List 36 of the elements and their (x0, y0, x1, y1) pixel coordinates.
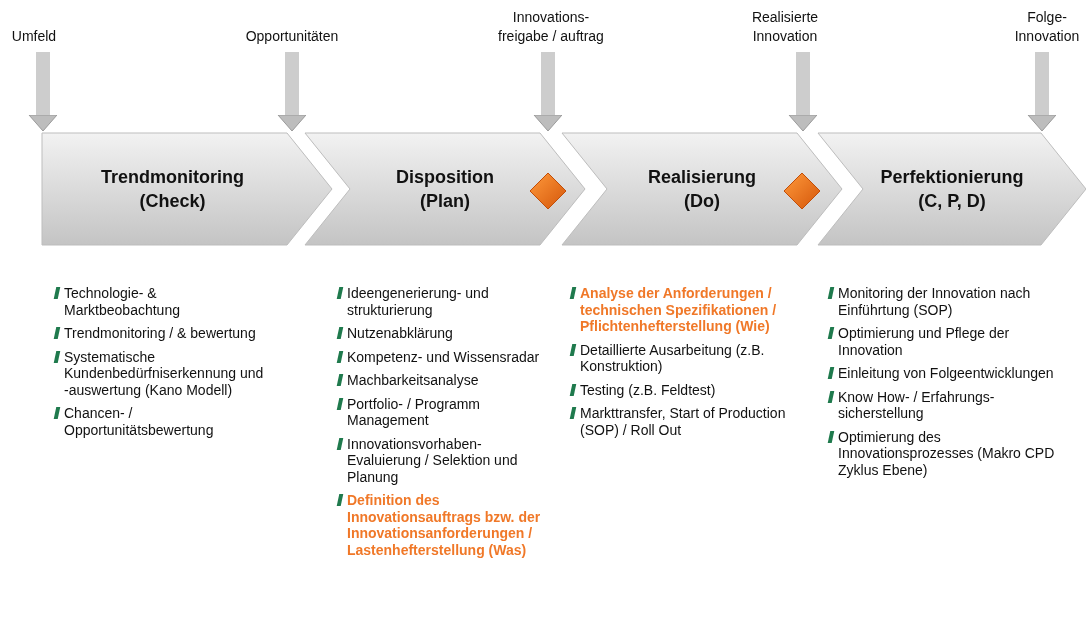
list-item: Monitoring der Innovation nach Einführtung (SOP) (828, 285, 1060, 318)
list-item: Nutzenabklärung (337, 325, 559, 342)
arrow (533, 52, 563, 132)
stage-title: Realisierung (Do) (646, 166, 757, 213)
list-item: Know How- / Erfahrungs- sicherstellung (828, 388, 1060, 422)
list-item: Trendmonitoring / & bewertung (54, 325, 269, 342)
list-item: Optimierung und Pflege der Innovation (828, 325, 1060, 358)
arrow (277, 52, 307, 132)
list-item: Systematische Kundenbedürfniserkennung und -auswertung (Kano Modell) (54, 348, 269, 398)
list-item: Testing (z.B. Feldtest) (570, 381, 805, 398)
list-item: Innovationsvorhaben- Evaluierung / Selektion und Planung (337, 435, 559, 485)
arrow (28, 52, 58, 132)
list-item: Analyse der Anforderungen / technischen Spezifikationen / Pflichtenhefterstellung (Wie) (570, 285, 805, 335)
list-item: Machbarkeitsanalyse (337, 372, 559, 389)
input-label: Innovations- freigabe / auftrag (491, 8, 611, 46)
diamond-marker (784, 173, 820, 209)
stage-title: Trendmonitoring (Check) (100, 166, 245, 213)
list-item: Definition des Innovationsauftrags bzw. der Innovationsanforderungen / Lastenhefterstellung (Was) (337, 492, 559, 558)
list-item: Technologie- & Marktbeobachtung (54, 285, 269, 318)
input-label: Realisierte Innovation (735, 8, 835, 46)
diamond-marker (530, 173, 566, 209)
list-item: Einleitung von Folgeentwicklungen (828, 365, 1060, 382)
list-item: Portfolio- / Programm Management (337, 395, 559, 429)
list-item: Kompetenz- und Wissensradar (337, 348, 559, 365)
arrow (1027, 52, 1057, 132)
input-label: Umfeld (6, 27, 62, 46)
list-item: Chancen- / Opportunitätsbewertung (54, 405, 269, 438)
input-label: Opportunitäten (232, 27, 352, 46)
list-item: Optimierung des Innovationsprozesses (Makro CPD Zyklus Ebene) (828, 428, 1060, 478)
input-label: Folge- Innovation (1008, 8, 1086, 46)
list-item: Detaillierte Ausarbeitung (z.B. Konstruktion) (570, 341, 805, 375)
list-item: Markttransfer, Start of Production (SOP) / Roll Out (570, 405, 805, 438)
list-item: Ideengenerierung- und strukturierung (337, 285, 559, 318)
stage-title: Perfektionierung (C, P, D) (879, 166, 1025, 213)
stage-title: Disposition (Plan) (395, 166, 495, 213)
arrow (788, 52, 818, 132)
